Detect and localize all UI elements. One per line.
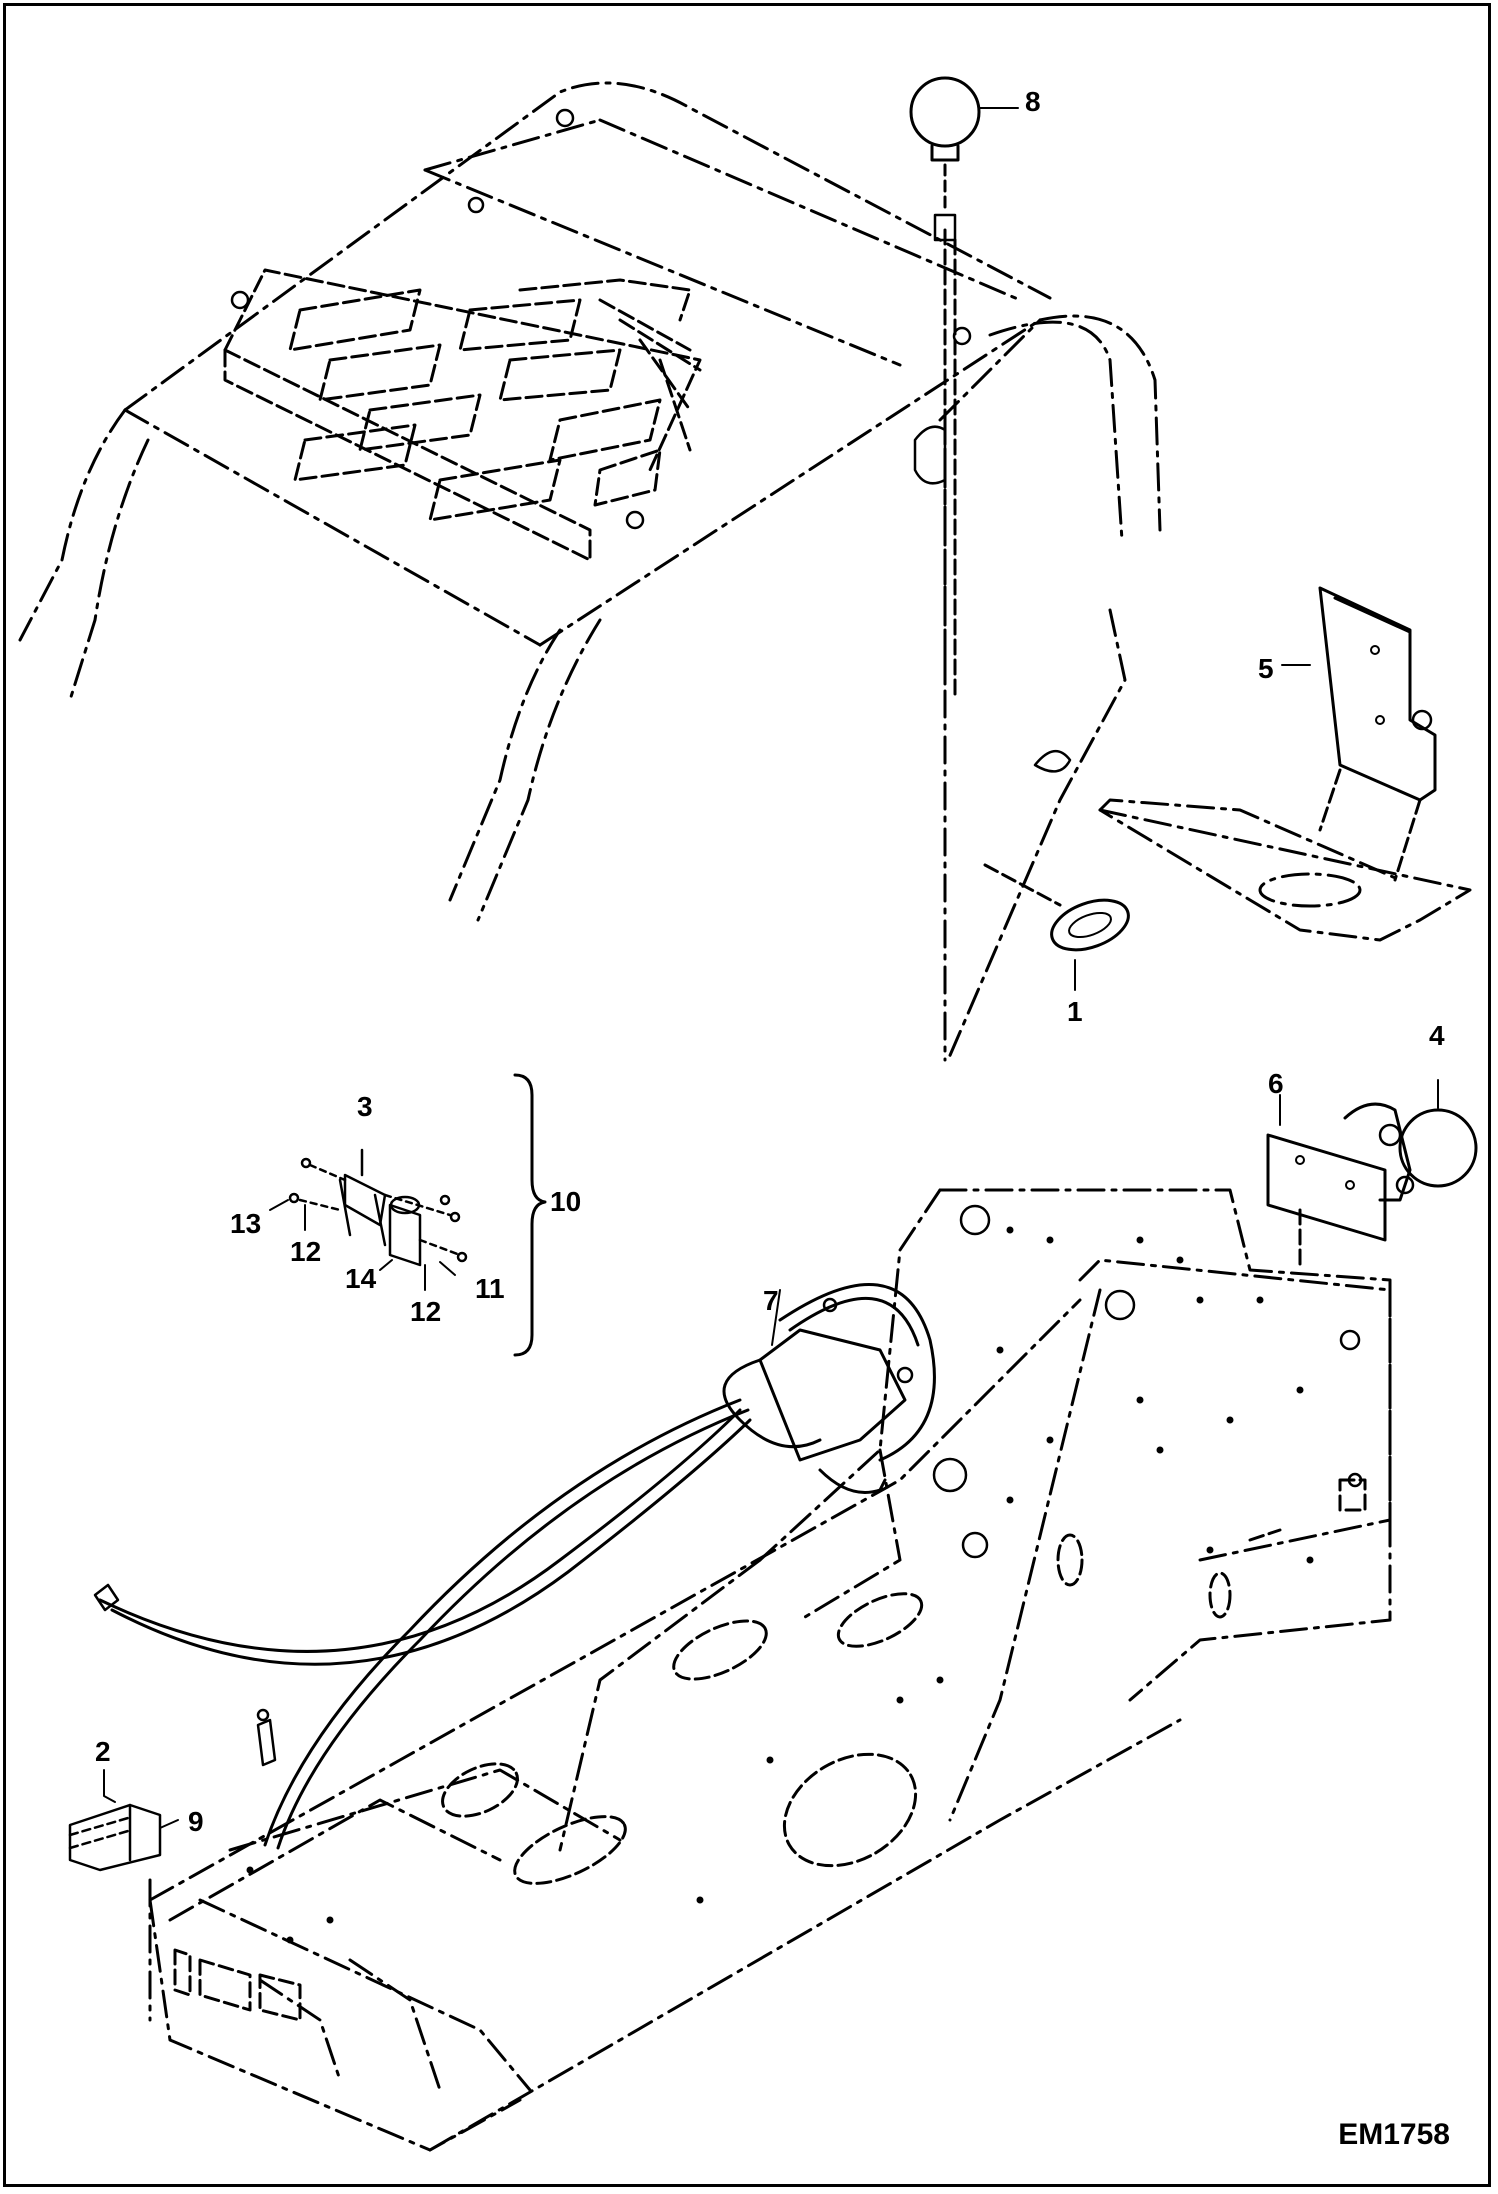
chassis-openings	[173, 1478, 1367, 2022]
callout-10: 10	[550, 1186, 582, 1217]
item-2-leader	[103, 1769, 116, 1803]
panel-hole	[1033, 750, 1072, 773]
callout-5: 5	[1258, 653, 1274, 684]
cab-rops-frame	[18, 81, 1162, 1062]
group-brace	[513, 1073, 547, 1357]
item-9-relay	[68, 1803, 179, 1872]
hardware-kit	[269, 1148, 468, 1291]
item-8-beacon	[909, 76, 1019, 242]
machine-chassis	[148, 1188, 1392, 2152]
floor-plate	[1098, 798, 1472, 942]
item-7-wire-harness	[93, 1283, 936, 1850]
item-1-grommet	[983, 863, 1130, 991]
callout-12a: 12	[290, 1236, 322, 1267]
callout-2: 2	[95, 1736, 111, 1767]
callout-7: 7	[763, 1285, 779, 1316]
drawing-id: EM1758	[1338, 2118, 1450, 2151]
callout-12b: 12	[410, 1296, 442, 1327]
callout-8: 8	[1025, 86, 1041, 117]
callout-6: 6	[1268, 1068, 1284, 1099]
chassis-pivots	[932, 1204, 1363, 1559]
roof-screen	[223, 268, 702, 562]
callout-3: 3	[357, 1091, 373, 1122]
callout-9: 9	[188, 1806, 204, 1837]
callout-14: 14	[345, 1263, 377, 1294]
chassis-holes	[246, 1226, 1314, 1944]
item-6-switch-bracket	[1266, 1094, 1415, 1272]
callout-4: 4	[1429, 1020, 1445, 1051]
pillar-bracket	[913, 425, 947, 485]
roof-bolts	[230, 108, 972, 530]
callout-11: 11	[475, 1273, 505, 1304]
callout-1: 1	[1067, 996, 1083, 1027]
item-4-oring	[1398, 1079, 1478, 1188]
item-5-mount-plate	[1281, 586, 1437, 882]
page-border	[3, 3, 1491, 2187]
callout-13: 13	[230, 1208, 262, 1239]
